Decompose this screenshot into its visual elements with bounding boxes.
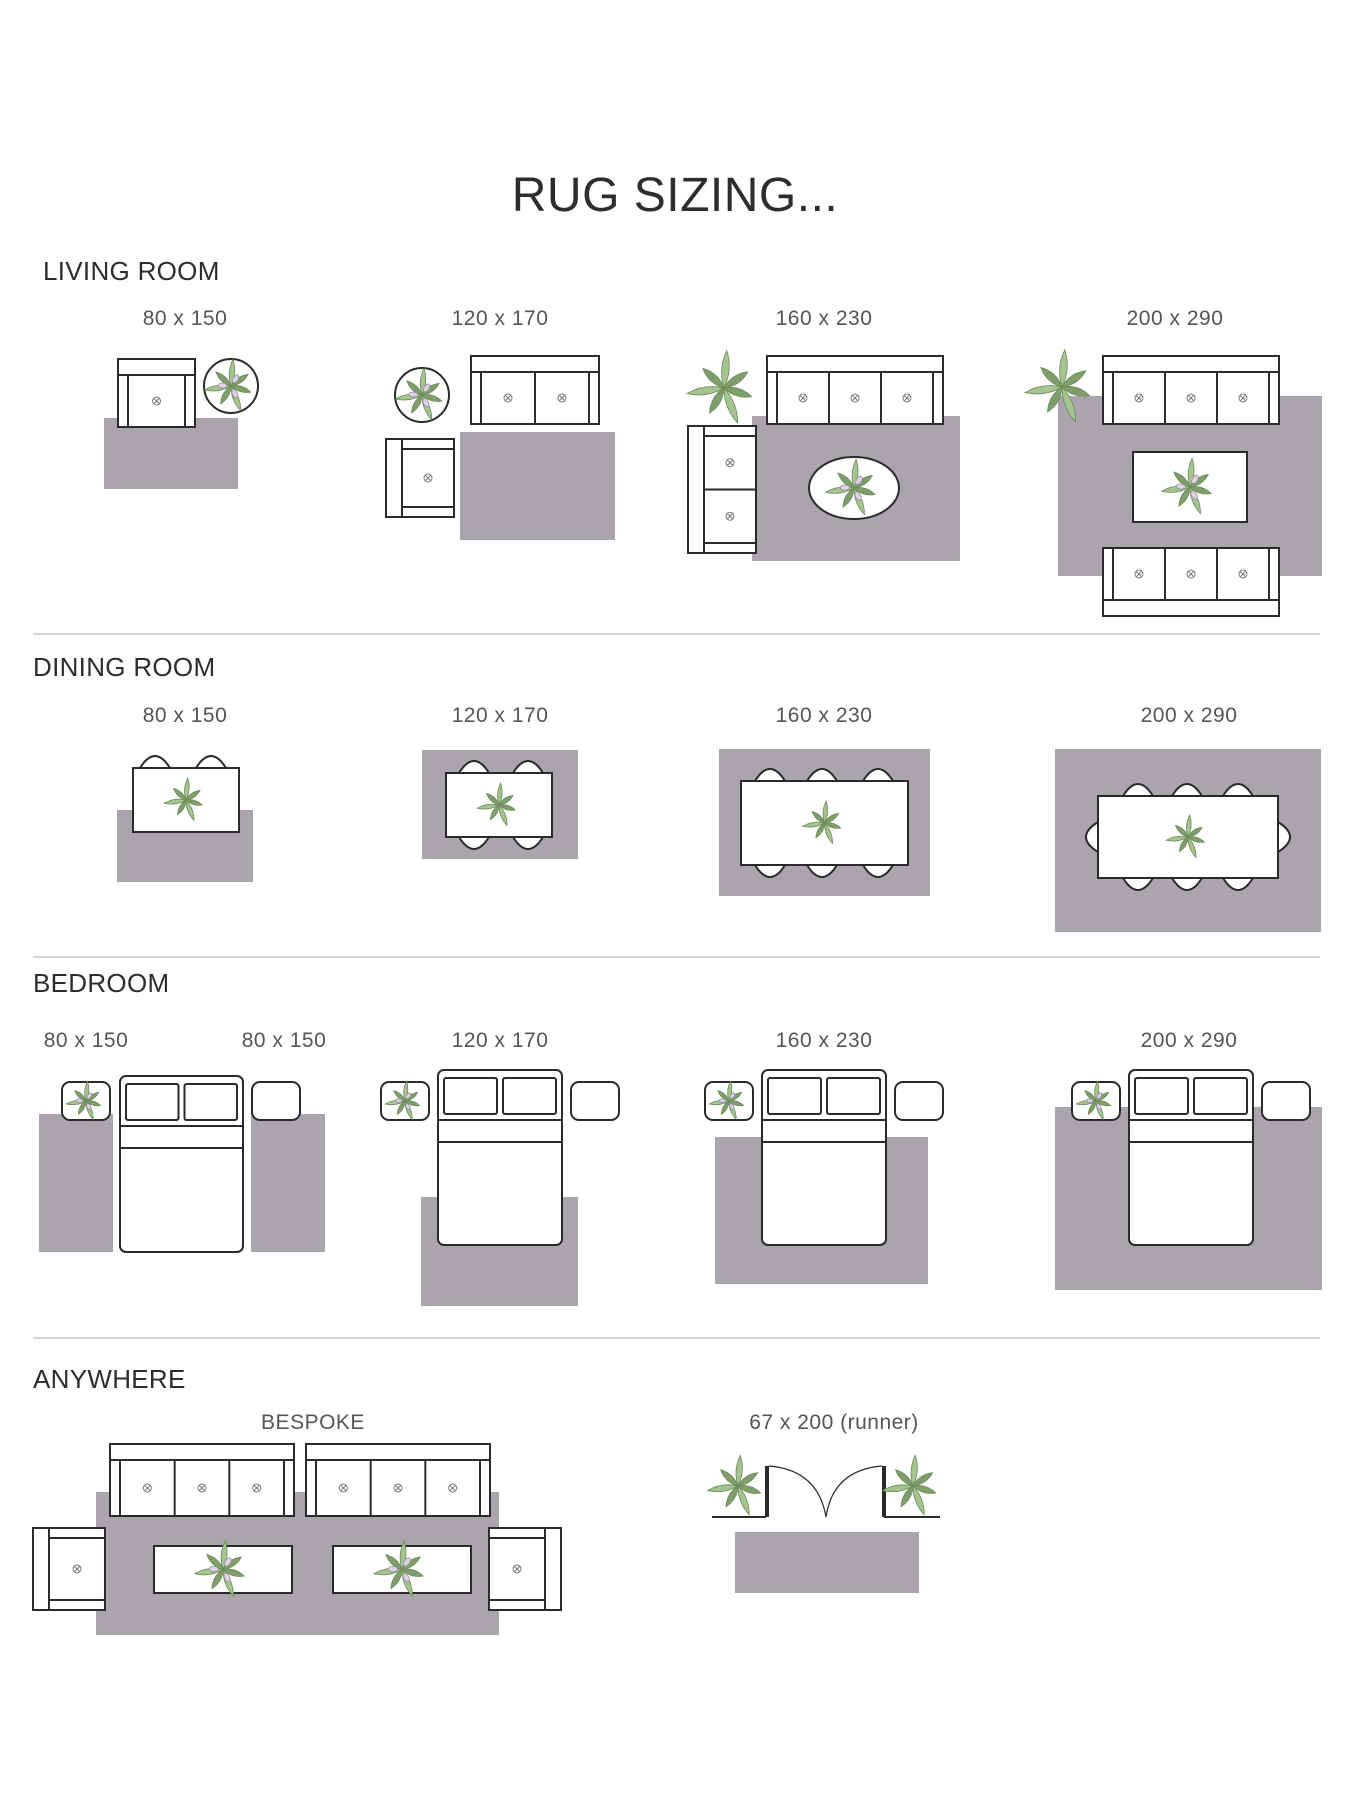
nightstand	[570, 1081, 620, 1121]
plant-icon	[476, 781, 517, 827]
plant-icon	[1023, 348, 1091, 423]
sofa	[470, 355, 600, 425]
dining-chair	[805, 768, 839, 782]
bed	[437, 1069, 563, 1246]
plant-icon	[384, 1080, 421, 1121]
size-label-bedroom-120x170: 120 x 170	[451, 1029, 549, 1052]
size-label-dining-160x230: 160 x 230	[775, 704, 873, 727]
size-label-bedroom-160x230: 160 x 230	[775, 1029, 873, 1052]
section-heading-bedroom: BEDROOM	[33, 968, 170, 998]
dining-chair	[805, 864, 839, 878]
dining-chair	[753, 768, 787, 782]
bed	[119, 1075, 244, 1253]
sofa	[1102, 547, 1280, 617]
size-label-bedroom-200x290: 200 x 290	[1140, 1029, 1238, 1052]
size-label-living-160x230: 160 x 230	[775, 307, 873, 330]
plant-icon	[801, 799, 842, 845]
size-label-living-120x170: 120 x 170	[451, 307, 549, 330]
nightstand	[251, 1081, 301, 1121]
plant-icon	[65, 1080, 102, 1121]
door-swing	[825, 1465, 883, 1518]
plant-icon	[163, 776, 204, 822]
section-divider	[33, 956, 1320, 958]
door-leaf	[882, 1466, 886, 1517]
section-divider	[33, 633, 1320, 635]
bed	[1128, 1069, 1254, 1246]
plant-icon	[708, 1080, 745, 1121]
dining-chair	[1170, 877, 1204, 891]
size-label-bedroom-80x150-right: 80 x 150	[241, 1029, 327, 1052]
section-heading-anywhere: ANYWHERE	[33, 1364, 186, 1394]
dining-chair	[1121, 877, 1155, 891]
sofa	[766, 355, 944, 425]
armchair	[687, 425, 757, 554]
armchair	[117, 358, 196, 428]
door-leaf	[765, 1466, 769, 1517]
dining-chair	[1277, 820, 1291, 854]
plant-icon	[394, 367, 443, 421]
size-label-runner: 67 x 200 (runner)	[749, 1411, 919, 1434]
dining-chair	[1170, 783, 1204, 797]
sofa	[305, 1443, 491, 1517]
size-label-bedroom-80x150-left: 80 x 150	[43, 1029, 129, 1052]
page-title: RUG SIZING...	[511, 169, 839, 222]
plant-icon	[1075, 1080, 1112, 1121]
sofa	[109, 1443, 295, 1517]
plant-icon	[193, 1539, 245, 1598]
dining-chair	[1085, 820, 1099, 854]
door-swing	[768, 1465, 827, 1518]
dining-chair	[1221, 783, 1255, 797]
dining-chair	[1221, 877, 1255, 891]
dining-chair	[861, 864, 895, 878]
plant-icon	[1165, 813, 1206, 859]
bed	[761, 1069, 887, 1246]
size-label-bespoke: BESPOKE	[261, 1411, 365, 1434]
sofa	[1102, 355, 1280, 425]
dining-chair	[457, 836, 491, 850]
armchair	[32, 1527, 106, 1611]
dining-chair	[511, 836, 545, 850]
armchair	[488, 1527, 562, 1611]
rug	[104, 418, 238, 489]
plant-icon	[1160, 457, 1212, 515]
size-label-living-80x150: 80 x 150	[142, 307, 228, 330]
dining-chair	[753, 864, 787, 878]
plant-icon	[372, 1539, 424, 1598]
size-label-dining-200x290: 200 x 290	[1140, 704, 1238, 727]
dining-chair	[138, 755, 172, 769]
nightstand	[1261, 1081, 1311, 1121]
size-label-dining-80x150: 80 x 150	[142, 704, 228, 727]
section-heading-living-room: LIVING ROOM	[43, 256, 220, 286]
nightstand	[894, 1081, 944, 1121]
dining-chair	[511, 760, 545, 774]
plant-icon	[706, 1454, 762, 1516]
dining-chair	[1121, 783, 1155, 797]
doorway	[712, 1465, 940, 1518]
size-label-living-200x290: 200 x 290	[1126, 307, 1224, 330]
dining-chair	[194, 755, 228, 769]
rug	[39, 1114, 113, 1252]
dining-chair	[457, 760, 491, 774]
section-divider	[33, 1337, 1320, 1339]
plant-icon	[881, 1454, 937, 1516]
plant-icon	[685, 349, 753, 424]
rug	[251, 1114, 325, 1252]
section-heading-dining-room: DINING ROOM	[33, 652, 216, 682]
armchair	[385, 438, 455, 518]
rug	[460, 432, 615, 540]
plant-icon	[203, 358, 252, 412]
plant-icon	[824, 458, 876, 516]
dining-chair	[861, 768, 895, 782]
size-label-dining-120x170: 120 x 170	[451, 704, 549, 727]
rug	[735, 1532, 919, 1593]
